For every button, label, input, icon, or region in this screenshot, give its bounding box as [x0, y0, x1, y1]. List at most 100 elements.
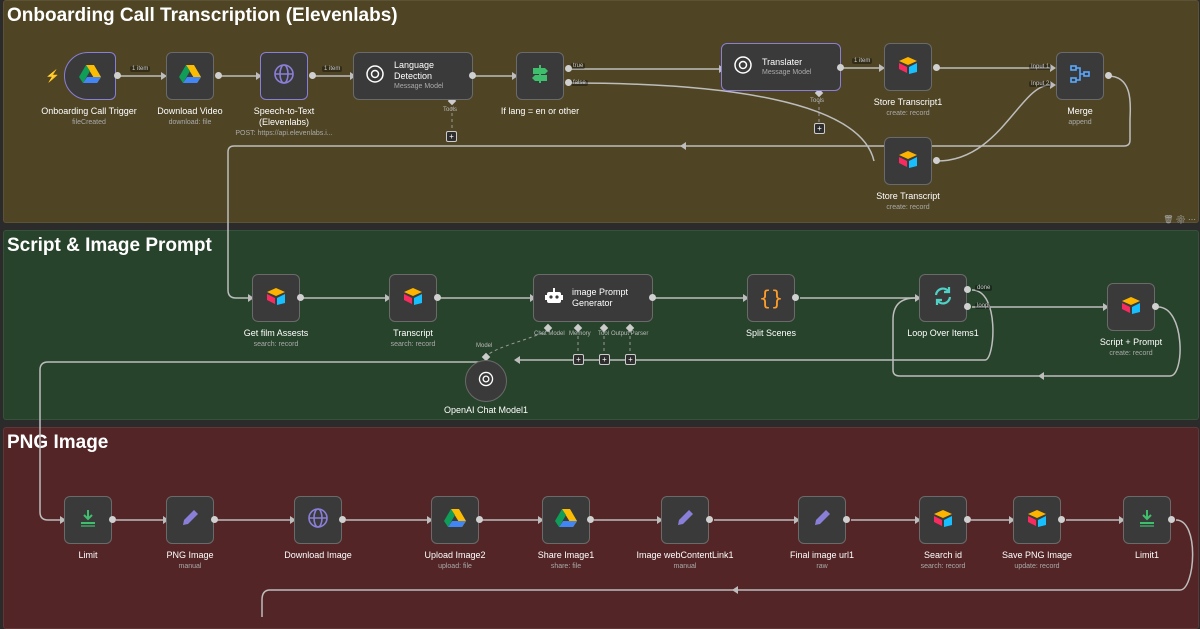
globe-icon — [307, 507, 329, 534]
node-openai-chat-model[interactable] — [465, 360, 507, 402]
output-port[interactable] — [1168, 516, 1175, 523]
output-port[interactable] — [565, 65, 572, 72]
node-split-scenes[interactable]: {} — [747, 274, 795, 322]
output-port[interactable] — [792, 294, 799, 301]
node-label: OpenAI Chat Model1 — [443, 405, 529, 415]
edge-label-items: 1 item — [852, 58, 873, 64]
node-download-video[interactable] — [166, 52, 214, 100]
pencil-icon — [180, 508, 200, 533]
add-tool-button[interactable]: + — [446, 131, 457, 142]
openai-icon — [732, 54, 754, 81]
node-image-prompt-generator[interactable]: image Prompt Generator — [533, 274, 653, 322]
node-merge[interactable] — [1056, 52, 1104, 100]
section-title: Onboarding Call Transcription (Elevenlab… — [7, 5, 398, 26]
edge-label-input2: Input 2 — [1029, 81, 1052, 87]
section-onboarding: Onboarding Call Transcription (Elevenlab… — [3, 0, 1199, 223]
node-save-png-image[interactable] — [1013, 496, 1061, 544]
output-port[interactable] — [837, 64, 844, 71]
node-title: Language Detection — [394, 60, 435, 81]
merge-icon — [1069, 63, 1091, 90]
output-port[interactable] — [933, 157, 940, 164]
node-limit[interactable] — [64, 496, 112, 544]
edge-label-input1: Input 1 — [1029, 64, 1052, 70]
edge-label-false: false — [571, 80, 588, 86]
airtable-icon — [897, 56, 919, 79]
output-port[interactable] — [565, 79, 572, 86]
node-if-lang[interactable] — [516, 52, 564, 100]
output-port[interactable] — [587, 516, 594, 523]
node-store-transcript1[interactable] — [884, 43, 932, 91]
node-loop-over-items[interactable] — [919, 274, 967, 322]
node-share-image[interactable] — [542, 496, 590, 544]
output-port[interactable] — [434, 294, 441, 301]
node-limit1[interactable] — [1123, 496, 1171, 544]
node-subtitle: Message Model — [394, 83, 444, 90]
node-image-webcontentlink[interactable] — [661, 496, 709, 544]
google-drive-icon — [555, 508, 577, 533]
node-png-image[interactable] — [166, 496, 214, 544]
output-port[interactable] — [1152, 303, 1159, 310]
refresh-icon — [932, 285, 954, 312]
output-port[interactable] — [109, 516, 116, 523]
node-subtitle: Message Model — [762, 68, 812, 76]
output-port[interactable] — [933, 64, 940, 71]
output-port[interactable] — [476, 516, 483, 523]
output-port[interactable] — [649, 294, 656, 301]
output-port[interactable] — [1058, 516, 1065, 523]
node-onboarding-call-trigger[interactable] — [64, 52, 116, 100]
section-title: Script & Image Prompt — [7, 235, 212, 256]
node-get-film-assets[interactable] — [252, 274, 300, 322]
section-toolbar[interactable]: 🗑 ⚙ ⋯ — [1163, 215, 1196, 224]
node-transcript[interactable] — [389, 274, 437, 322]
node-title: Translater — [762, 56, 803, 67]
airtable-icon — [897, 150, 919, 173]
add-tool-button[interactable]: + — [599, 354, 610, 365]
output-port[interactable] — [309, 72, 316, 79]
output-port[interactable] — [339, 516, 346, 523]
output-port[interactable] — [211, 516, 218, 523]
node-label: Limit — [78, 550, 98, 560]
output-port[interactable] — [964, 303, 971, 310]
tools-label: Tools — [443, 107, 458, 113]
node-label: Split Scenes — [745, 328, 797, 338]
airtable-icon — [265, 287, 287, 310]
chat-model-label: Chat Model — [534, 331, 565, 337]
output-port[interactable] — [215, 72, 222, 79]
output-port[interactable] — [297, 294, 304, 301]
tool-label: Tool — [598, 331, 610, 337]
node-upload-image[interactable] — [431, 496, 479, 544]
node-search-id[interactable] — [919, 496, 967, 544]
add-output-parser-button[interactable]: + — [625, 354, 636, 365]
limit-icon — [78, 508, 98, 533]
curly-braces-icon: {} — [758, 286, 784, 310]
node-speech-to-text[interactable] — [260, 52, 308, 100]
node-download-image[interactable] — [294, 496, 342, 544]
section-script-prompt: Script & Image Prompt — [3, 230, 1199, 420]
output-port[interactable] — [706, 516, 713, 523]
node-final-image-url[interactable] — [798, 496, 846, 544]
node-store-transcript[interactable] — [884, 137, 932, 185]
output-port[interactable] — [1105, 72, 1112, 79]
pencil-icon — [675, 508, 695, 533]
output-port[interactable] — [964, 286, 971, 293]
node-label: Speech-to-Text (Elevenlabs)POST: https:/… — [235, 106, 333, 137]
airtable-icon — [932, 509, 954, 532]
airtable-icon — [402, 287, 424, 310]
add-memory-button[interactable]: + — [573, 354, 584, 365]
output-port[interactable] — [843, 516, 850, 523]
output-port[interactable] — [114, 72, 121, 79]
node-script-prompt[interactable] — [1107, 283, 1155, 331]
add-tool-button[interactable]: + — [814, 123, 825, 134]
output-port[interactable] — [964, 516, 971, 523]
output-port[interactable] — [469, 72, 476, 79]
